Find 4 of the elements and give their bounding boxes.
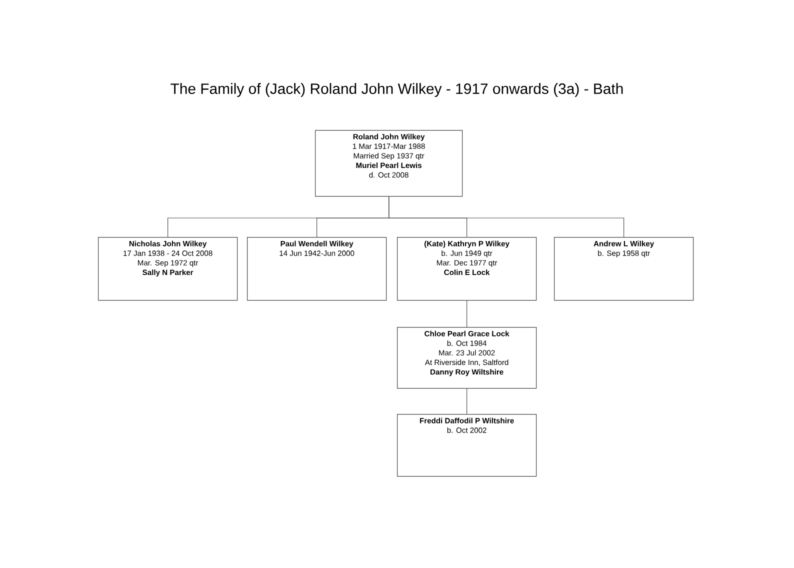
diagram-title: The Family of (Jack) Roland John Wilkey - 1917 onwards (3a) - Bath [170, 83, 623, 97]
connector-line [388, 196, 624, 238]
connector-line [466, 388, 468, 414]
connector-line [466, 300, 468, 328]
